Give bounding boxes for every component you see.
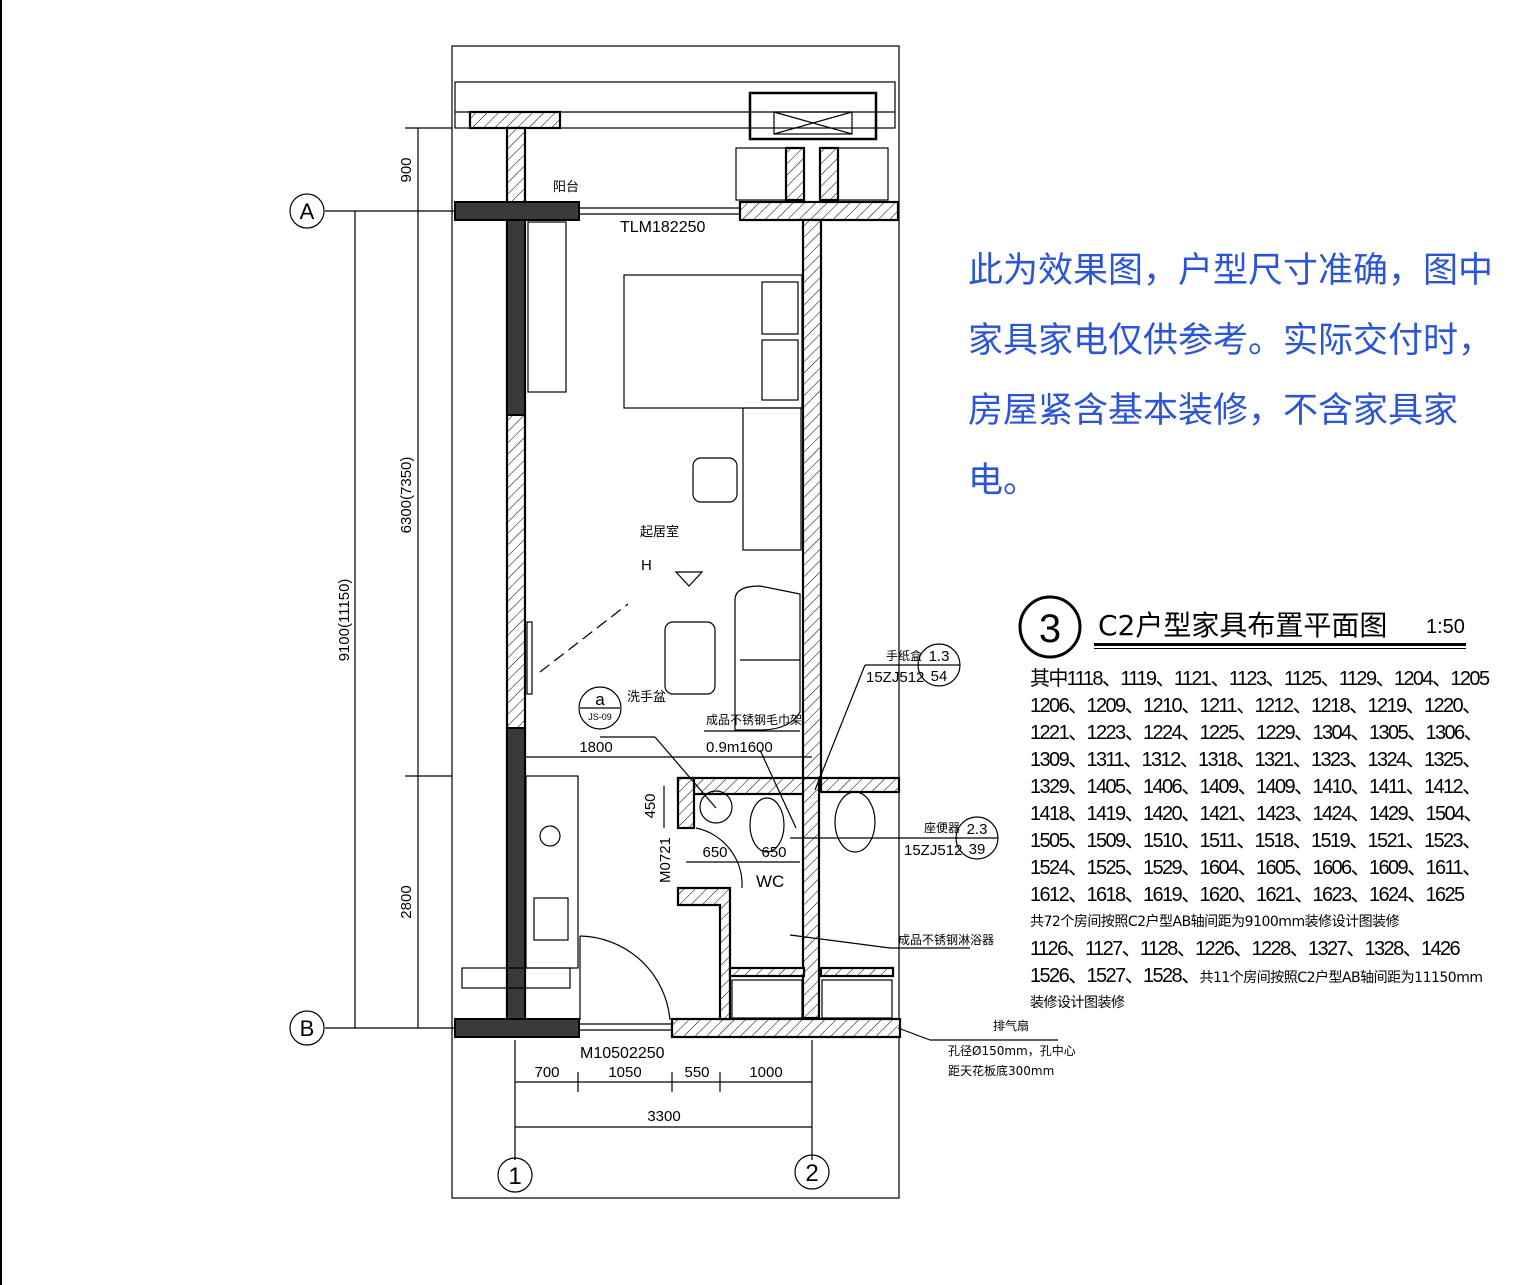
detail-bubble bbox=[578, 686, 622, 730]
axis-b-bubble bbox=[289, 1010, 325, 1046]
room-list-note: 共72个房间按照C2户型AB轴间距为9100mm装修设计图装修 bbox=[1030, 914, 1400, 930]
axis-1-label: 1 bbox=[508, 1163, 521, 1190]
paper-holder-num: 1.3 bbox=[929, 648, 950, 665]
table bbox=[664, 621, 716, 695]
axis-a-bubble bbox=[289, 193, 325, 229]
left-border bbox=[0, 0, 2, 1285]
room-list-line: 1309、1311、1312、1318、1321、1323、1324、1325、 bbox=[1030, 749, 1482, 771]
basin-label: 洗手盆 bbox=[627, 690, 666, 705]
room-list-note: 装修设计图装修 bbox=[1030, 995, 1125, 1011]
room-list-line: 1524、1525、1529、1604、1605、1606、1609、1611、 bbox=[1030, 857, 1482, 879]
shower-label: 成品不锈钢淋浴器 bbox=[898, 933, 994, 947]
wardrobe bbox=[527, 221, 567, 393]
drawing-frame bbox=[451, 45, 900, 1199]
room-list-line: 1329、1405、1406、1409、1409、1410、1411、1412、 bbox=[1030, 776, 1482, 798]
toilet-ref: 15ZJ512 bbox=[904, 842, 962, 859]
wall-bottom-left bbox=[454, 1018, 580, 1038]
room-list-line: 其中1118、1119、1121、1123、1125、1129、1204、120… bbox=[1030, 668, 1490, 690]
title-underline bbox=[1094, 643, 1466, 649]
balcony bbox=[454, 81, 896, 210]
room-list: 其中1118、1119、1121、1123、1125、1129、1204、120… bbox=[1030, 666, 1520, 1017]
desk bbox=[742, 407, 802, 551]
axis-2-label: 2 bbox=[805, 1160, 818, 1187]
exhaust-fan-label: 排气扇 bbox=[993, 1018, 1029, 1033]
exhaust-fan-note-2: 距天花板底300mm bbox=[948, 1063, 1054, 1078]
dim-2800: 2800 bbox=[398, 885, 415, 918]
dim-650-a: 650 bbox=[702, 844, 727, 861]
room-list-line: 1126、1127、1128、1226、1228、1327、1328、1426 bbox=[1030, 938, 1461, 960]
room-list-line: 1505、1509、1510、1511、1518、1519、1521、1523、 bbox=[1030, 830, 1482, 852]
dim-650-b: 650 bbox=[761, 844, 786, 861]
dim-1050: 1050 bbox=[608, 1064, 641, 1081]
title-number-bubble bbox=[1018, 595, 1082, 659]
living-room-label: 起居室 bbox=[640, 524, 679, 540]
room-list-note: 共11个房间按照C2户型AB轴间距为11150mm bbox=[1199, 970, 1483, 986]
room-list-line: 1206、1209、1210、1211、1212、1218、1219、1220、 bbox=[1030, 695, 1482, 717]
towel-rack-label: 成品不锈钢毛巾架 bbox=[706, 713, 802, 727]
room-list-line: 1612、1618、1619、1620、1621、1623、1624、1625 bbox=[1030, 884, 1465, 906]
axis-b-label: B bbox=[300, 1016, 315, 1041]
drawing-title: C2户型家具布置平面图 bbox=[1098, 609, 1388, 642]
wall-top-right bbox=[738, 200, 900, 222]
dim-1000: 1000 bbox=[749, 1064, 782, 1081]
sofa bbox=[734, 585, 801, 731]
paper-holder-ref: 15ZJ512 bbox=[866, 669, 924, 686]
wc-door-label: M0721 bbox=[657, 837, 674, 883]
balcony-label: 阳台 bbox=[553, 180, 579, 195]
axis-2-bubble bbox=[794, 1154, 830, 1190]
window-label: TLM182250 bbox=[620, 219, 705, 236]
dim-900: 900 bbox=[398, 157, 415, 182]
wc-label: WC bbox=[756, 872, 784, 891]
room-list-line: 1418、1419、1420、1421、1423、1424、1429、1504、 bbox=[1030, 803, 1484, 825]
dimension-lines bbox=[325, 127, 1058, 1160]
axis-1-bubble bbox=[497, 1157, 533, 1193]
towel-rack-size: 0.9m1600 bbox=[706, 739, 773, 756]
toilet-page: 39 bbox=[969, 841, 986, 858]
disclaimer-note: 此为效果图，户型尺寸准确，图中家具家电仅供参考。实际交付时，房屋紧含基本装修，不… bbox=[968, 251, 1494, 501]
furniture bbox=[461, 221, 893, 1021]
main-door-label: M10502250 bbox=[580, 1045, 665, 1062]
dim-550: 550 bbox=[684, 1064, 709, 1081]
entry-door bbox=[579, 935, 671, 1021]
toilet-label: 座便器 bbox=[924, 820, 960, 835]
detail-ref: JS-09 bbox=[588, 712, 612, 722]
dim-6300: 6300(7350) bbox=[398, 457, 415, 534]
axis-a-label: A bbox=[300, 199, 315, 224]
dim-450: 450 bbox=[642, 793, 659, 818]
basin bbox=[699, 790, 733, 824]
detail-letter: a bbox=[595, 690, 605, 709]
dim-9100: 9100(11150) bbox=[336, 579, 353, 662]
toilet-num: 2.3 bbox=[967, 821, 988, 838]
chair bbox=[692, 457, 738, 503]
paper-holder-label: 手纸盒 bbox=[886, 648, 922, 663]
elevation-mark: H bbox=[641, 557, 652, 574]
toilet bbox=[749, 797, 785, 853]
wall-top-left bbox=[454, 201, 580, 221]
room-list-line: 1221、1223、1224、1225、1229、1304、1305、1306、 bbox=[1030, 722, 1484, 744]
dim-3300: 3300 bbox=[647, 1108, 680, 1125]
exhaust-fan-note-1: 孔径Ø150mm，孔中心 bbox=[948, 1043, 1076, 1058]
title-number: 3 bbox=[1039, 607, 1061, 651]
drawing-scale: 1:50 bbox=[1426, 616, 1465, 638]
dim-700: 700 bbox=[534, 1064, 559, 1081]
wall-bottom-right bbox=[670, 1017, 902, 1039]
paper-holder-page: 54 bbox=[931, 668, 948, 685]
dim-1800: 1800 bbox=[579, 739, 612, 756]
bed bbox=[623, 274, 803, 409]
wall-right bbox=[801, 218, 823, 782]
room-list-line: 1526、1527、1528、 bbox=[1030, 965, 1201, 987]
